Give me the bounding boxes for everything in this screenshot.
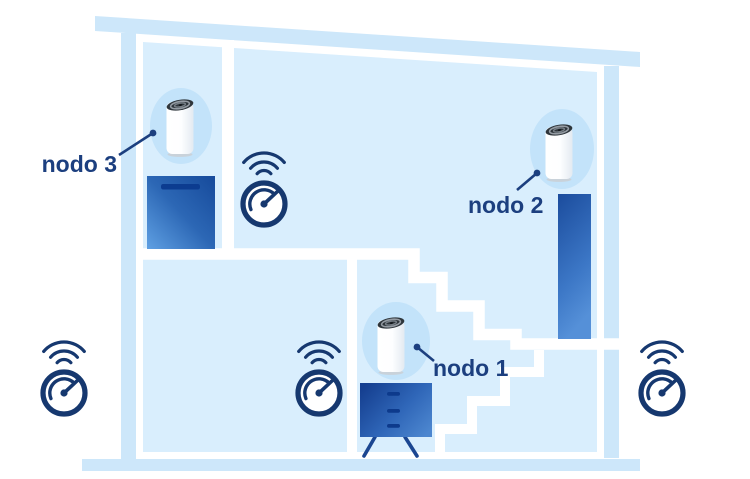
leader-dot <box>149 129 157 137</box>
dresser <box>360 383 432 458</box>
upper-floor-and-stairs <box>136 248 619 350</box>
leader-line <box>516 172 538 191</box>
leader-dot <box>533 169 541 177</box>
house-structure <box>82 16 640 471</box>
mesh-router-node-1 <box>376 314 406 376</box>
drawer-handle <box>387 392 400 396</box>
dresser-leg-right <box>403 435 419 458</box>
leader-dot <box>413 343 421 351</box>
router-node-1 <box>362 302 430 380</box>
roof <box>95 16 640 67</box>
wifi-speedometer-icon-outside-left <box>43 342 85 414</box>
interior-rooms <box>143 42 597 452</box>
mesh-router-node-2 <box>544 121 574 183</box>
router-node-2 <box>530 109 594 189</box>
drawer-handle <box>387 424 400 428</box>
furniture <box>147 176 591 458</box>
node1-label: nodo 1 <box>433 355 509 381</box>
left-wall <box>121 33 136 459</box>
staircase-lower-edge <box>435 350 544 459</box>
leader-line <box>416 345 435 363</box>
node1-callout: nodo 1 <box>413 343 509 381</box>
node3-label: nodo 3 <box>42 151 117 177</box>
cabinet-handle <box>161 184 200 190</box>
router-node-3 <box>150 88 212 164</box>
wifi-speedometer-icon-outside-right <box>641 342 683 414</box>
node2-label: nodo 2 <box>468 192 543 218</box>
drawer-handle <box>387 409 400 413</box>
lower-room-divider-wall <box>347 254 357 452</box>
right-wall <box>604 66 619 458</box>
node3-callout: nodo 3 <box>42 129 157 177</box>
wardrobe-column <box>558 194 591 339</box>
leader-line <box>118 131 154 157</box>
node2-callout: nodo 2 <box>468 169 543 218</box>
upper-room-divider-wall <box>222 40 234 256</box>
cabinet <box>147 176 215 249</box>
mesh-router-node-3 <box>165 96 195 158</box>
dresser-leg-left <box>362 435 377 458</box>
ground-slab <box>82 459 640 471</box>
